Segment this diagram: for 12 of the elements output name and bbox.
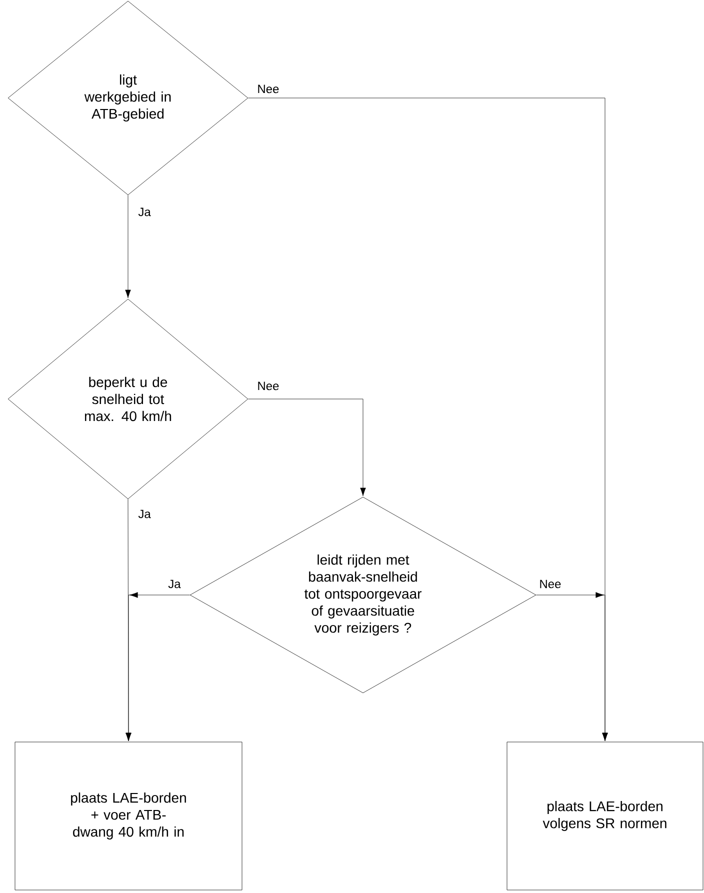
edge-label: Ja	[168, 580, 181, 588]
edge-label: Nee	[258, 382, 279, 390]
process-box: plaats LAE-borden + voer ATB-dwang 40 km/h in	[14, 742, 242, 890]
edge-label: Ja	[138, 510, 151, 518]
edge-label: Nee	[540, 580, 561, 588]
arrow	[125, 195, 131, 298]
arrow	[126, 592, 190, 742]
arrow	[248, 398, 366, 496]
process-box: plaats LAE-borden volgens SR normen	[506, 742, 704, 890]
arrow	[536, 592, 608, 742]
edge-label: Ja	[138, 208, 151, 216]
edge-label: Nee	[258, 84, 279, 94]
